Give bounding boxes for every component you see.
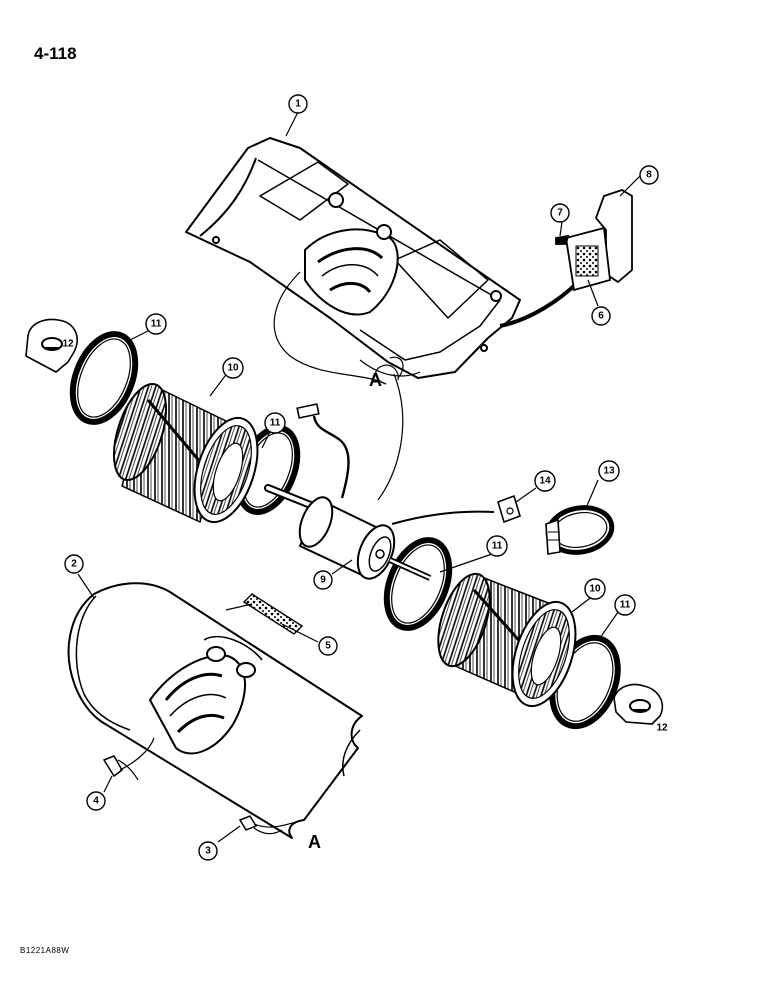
svg-text:5: 5 xyxy=(325,641,331,652)
callout-11-upper-left: 11 xyxy=(145,313,167,335)
callout-11-lower-right: 11 xyxy=(614,594,636,616)
svg-text:9: 9 xyxy=(320,575,326,586)
svg-text:2: 2 xyxy=(71,559,77,570)
callout-10-upper: 10 xyxy=(222,357,244,379)
callout-14: 14 xyxy=(534,470,556,492)
svg-text:7: 7 xyxy=(557,208,563,219)
callout-11-middle-right: 11 xyxy=(486,535,508,557)
svg-text:11: 11 xyxy=(620,600,631,611)
svg-text:10: 10 xyxy=(227,363,239,374)
callout-6: 6 xyxy=(591,306,611,326)
blower-motor xyxy=(264,403,495,581)
blower-wheel-upper xyxy=(112,382,259,524)
svg-text:11: 11 xyxy=(492,541,503,552)
connection-marker-top: A xyxy=(369,370,382,390)
figure-code: B1221A88W xyxy=(20,946,70,955)
ground-terminal xyxy=(497,494,521,524)
blower-wheel-lower xyxy=(437,572,577,708)
callout-13: 13 xyxy=(598,460,620,482)
resistor-bracket xyxy=(555,189,633,292)
svg-text:4: 4 xyxy=(93,796,99,807)
fastener-items xyxy=(102,755,258,831)
ring-middle-right xyxy=(383,537,453,631)
svg-text:8: 8 xyxy=(646,170,652,181)
callout-5: 5 xyxy=(318,636,338,656)
svg-text:3: 3 xyxy=(205,846,211,857)
callout-1: 1 xyxy=(288,94,308,114)
svg-text:11: 11 xyxy=(270,418,281,429)
clip-label-left: 12 xyxy=(62,339,74,350)
harness-wire xyxy=(499,280,580,328)
callout-7: 7 xyxy=(550,203,570,223)
callout-10-lower: 10 xyxy=(584,578,606,600)
callout-8: 8 xyxy=(639,165,659,185)
callout-9: 9 xyxy=(313,570,333,590)
svg-text:1: 1 xyxy=(295,99,301,110)
callout-2: 2 xyxy=(64,554,84,574)
callout-11-middle-left: 11 xyxy=(264,412,286,434)
svg-text:14: 14 xyxy=(539,476,551,487)
svg-text:10: 10 xyxy=(589,584,601,595)
lower-housing xyxy=(67,582,363,839)
svg-text:6: 6 xyxy=(598,311,604,322)
page-number: 4-118 xyxy=(34,44,77,63)
clip-label-right: 12 xyxy=(656,723,668,734)
connection-marker-bottom: A xyxy=(308,832,321,852)
callout-4: 4 xyxy=(86,791,106,811)
clip-detail-right xyxy=(613,683,664,725)
ring-upper-left xyxy=(69,331,139,425)
hose-clamp xyxy=(545,505,615,555)
leader-lines xyxy=(77,111,641,843)
svg-text:13: 13 xyxy=(603,466,615,477)
upper-housing xyxy=(185,137,521,379)
foam-strip xyxy=(242,593,304,635)
clip-detail-left xyxy=(25,318,78,373)
callout-3: 3 xyxy=(198,841,218,861)
svg-text:11: 11 xyxy=(151,319,162,330)
